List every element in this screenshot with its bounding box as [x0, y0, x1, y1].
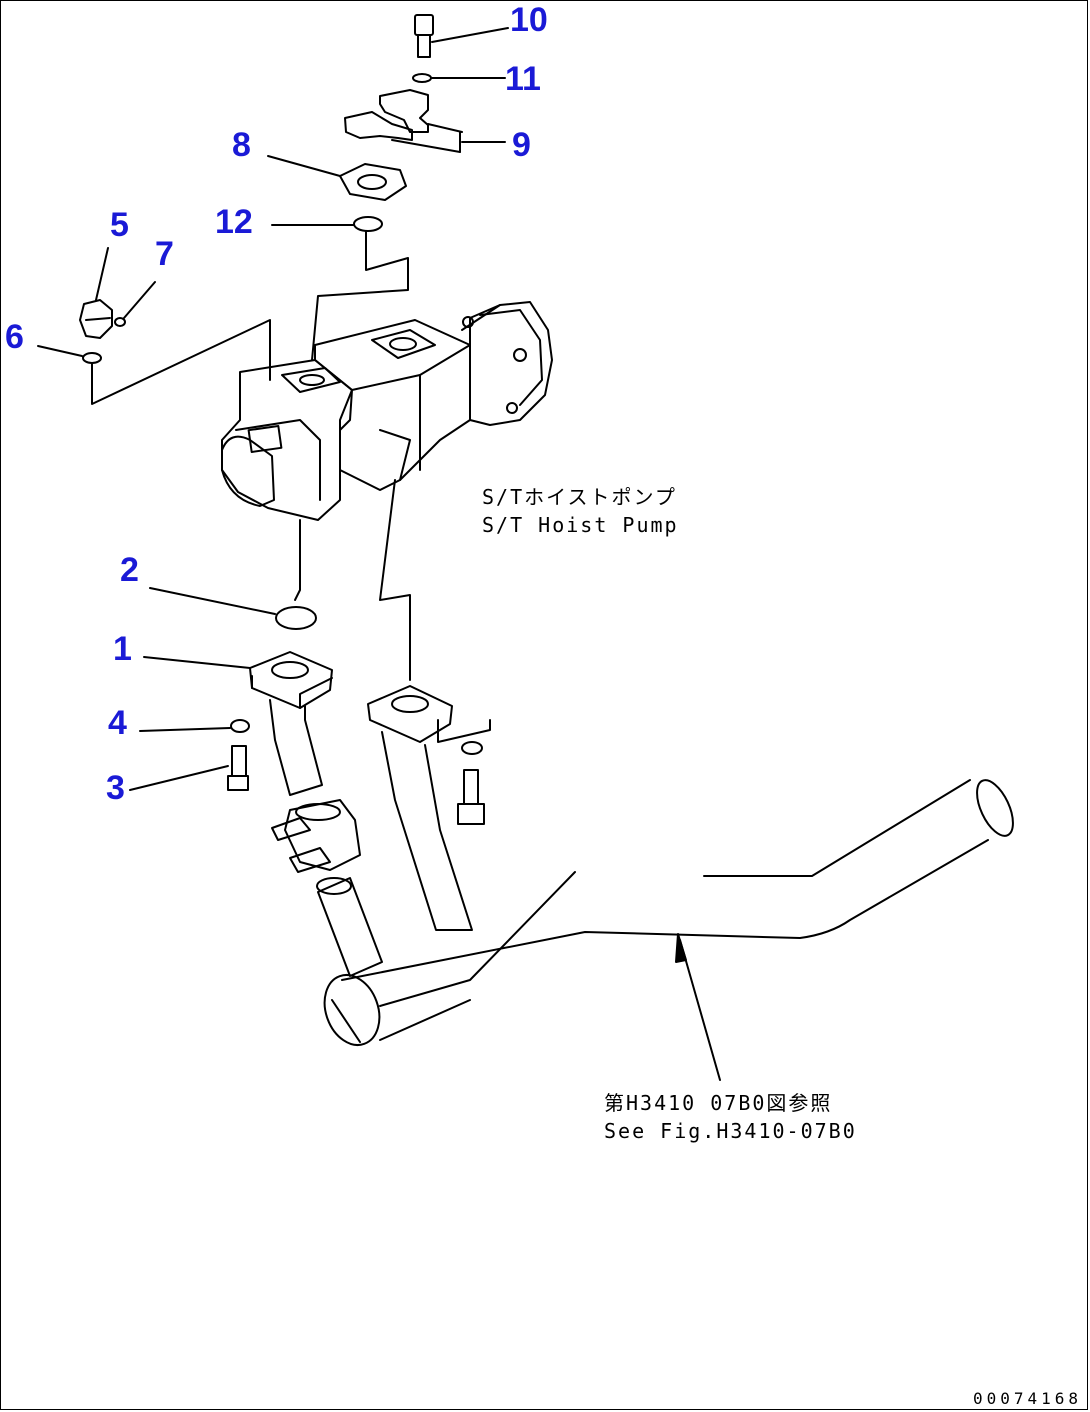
flange-part-1 — [143, 651, 333, 796]
reference-note-jp: 第H3410 07B0図参照 — [604, 1091, 833, 1115]
document-number: 00074168 — [972, 1389, 1082, 1408]
suction-tube-left — [316, 877, 383, 977]
callout-1: 1 — [113, 630, 132, 668]
split-flange-part-9 — [344, 89, 506, 153]
gasket-part-8 — [267, 155, 407, 201]
callout-12: 12 — [215, 203, 253, 241]
main-suction-pipe — [323, 779, 1014, 1046]
washer-part-4 — [139, 719, 250, 733]
reference-leader — [675, 933, 721, 1081]
pump-label-jp: S/Tホイストポンプ — [482, 485, 677, 509]
callout-4: 4 — [108, 704, 127, 742]
bolt-part-10 — [414, 14, 509, 58]
elbow-fitting-part-5 — [37, 247, 271, 405]
hoist-pump-body — [221, 301, 553, 521]
callout-7: 7 — [155, 235, 174, 273]
callout-5: 5 — [110, 206, 129, 244]
o-ring-part-2 — [149, 587, 317, 630]
hose-coupling — [271, 799, 361, 873]
callout-2: 2 — [120, 551, 139, 589]
o-ring-part-12 — [271, 216, 409, 361]
flange-right — [367, 685, 491, 931]
reference-note-en: See Fig.H3410-07B0 — [604, 1119, 857, 1143]
callout-8: 8 — [232, 126, 251, 164]
callout-3: 3 — [106, 769, 125, 807]
callout-6: 6 — [5, 318, 24, 356]
pump-label-en: S/T Hoist Pump — [482, 513, 679, 537]
callout-9: 9 — [512, 126, 531, 164]
callout-10: 10 — [510, 1, 548, 39]
callout-11: 11 — [505, 60, 541, 98]
washer-part-11 — [412, 73, 506, 83]
pump-connection-lines — [294, 479, 411, 681]
bolt-part-3 — [129, 745, 249, 791]
